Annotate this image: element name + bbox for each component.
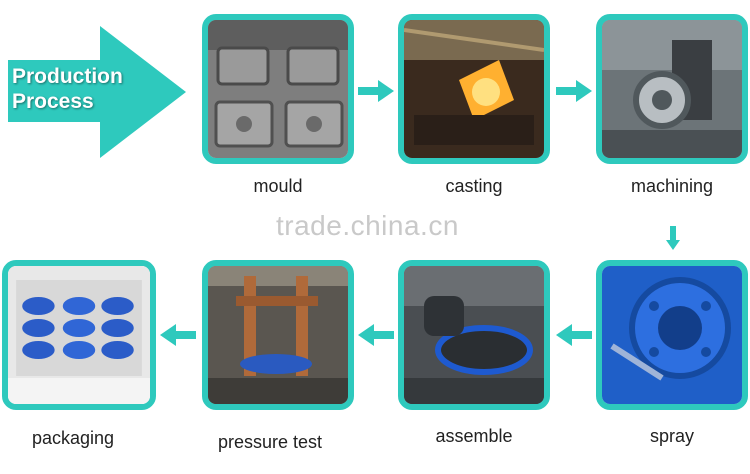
label-packaging: packaging xyxy=(31,428,115,448)
step-spray-image xyxy=(596,260,748,410)
label-casting: casting xyxy=(445,176,503,196)
arrow-left-icon xyxy=(160,324,196,346)
banner-line-1: Production xyxy=(12,65,123,88)
step-pressure-test-image xyxy=(202,260,354,410)
label-pressure-test: pressure test xyxy=(217,432,323,452)
label-assemble: assemble xyxy=(435,426,513,446)
watermark: trade.china.cn xyxy=(276,210,459,241)
arrow-down-icon xyxy=(666,226,680,250)
step-assemble-image xyxy=(398,260,550,410)
arrow-left-icon xyxy=(358,324,394,346)
banner-title: Production Process xyxy=(12,64,123,114)
label-machining: machining xyxy=(630,176,714,196)
arrow-right-icon xyxy=(556,80,592,102)
banner-line-2: Process xyxy=(12,90,94,113)
label-mould: mould xyxy=(253,176,303,196)
step-machining-image xyxy=(596,14,748,164)
arrow-left-icon xyxy=(556,324,592,346)
arrow-right-icon xyxy=(358,80,394,102)
label-spray: spray xyxy=(649,426,694,446)
step-casting-image xyxy=(398,14,550,164)
step-packaging-image xyxy=(2,260,156,410)
production-process-banner xyxy=(8,26,186,158)
step-mould-image xyxy=(202,14,354,164)
